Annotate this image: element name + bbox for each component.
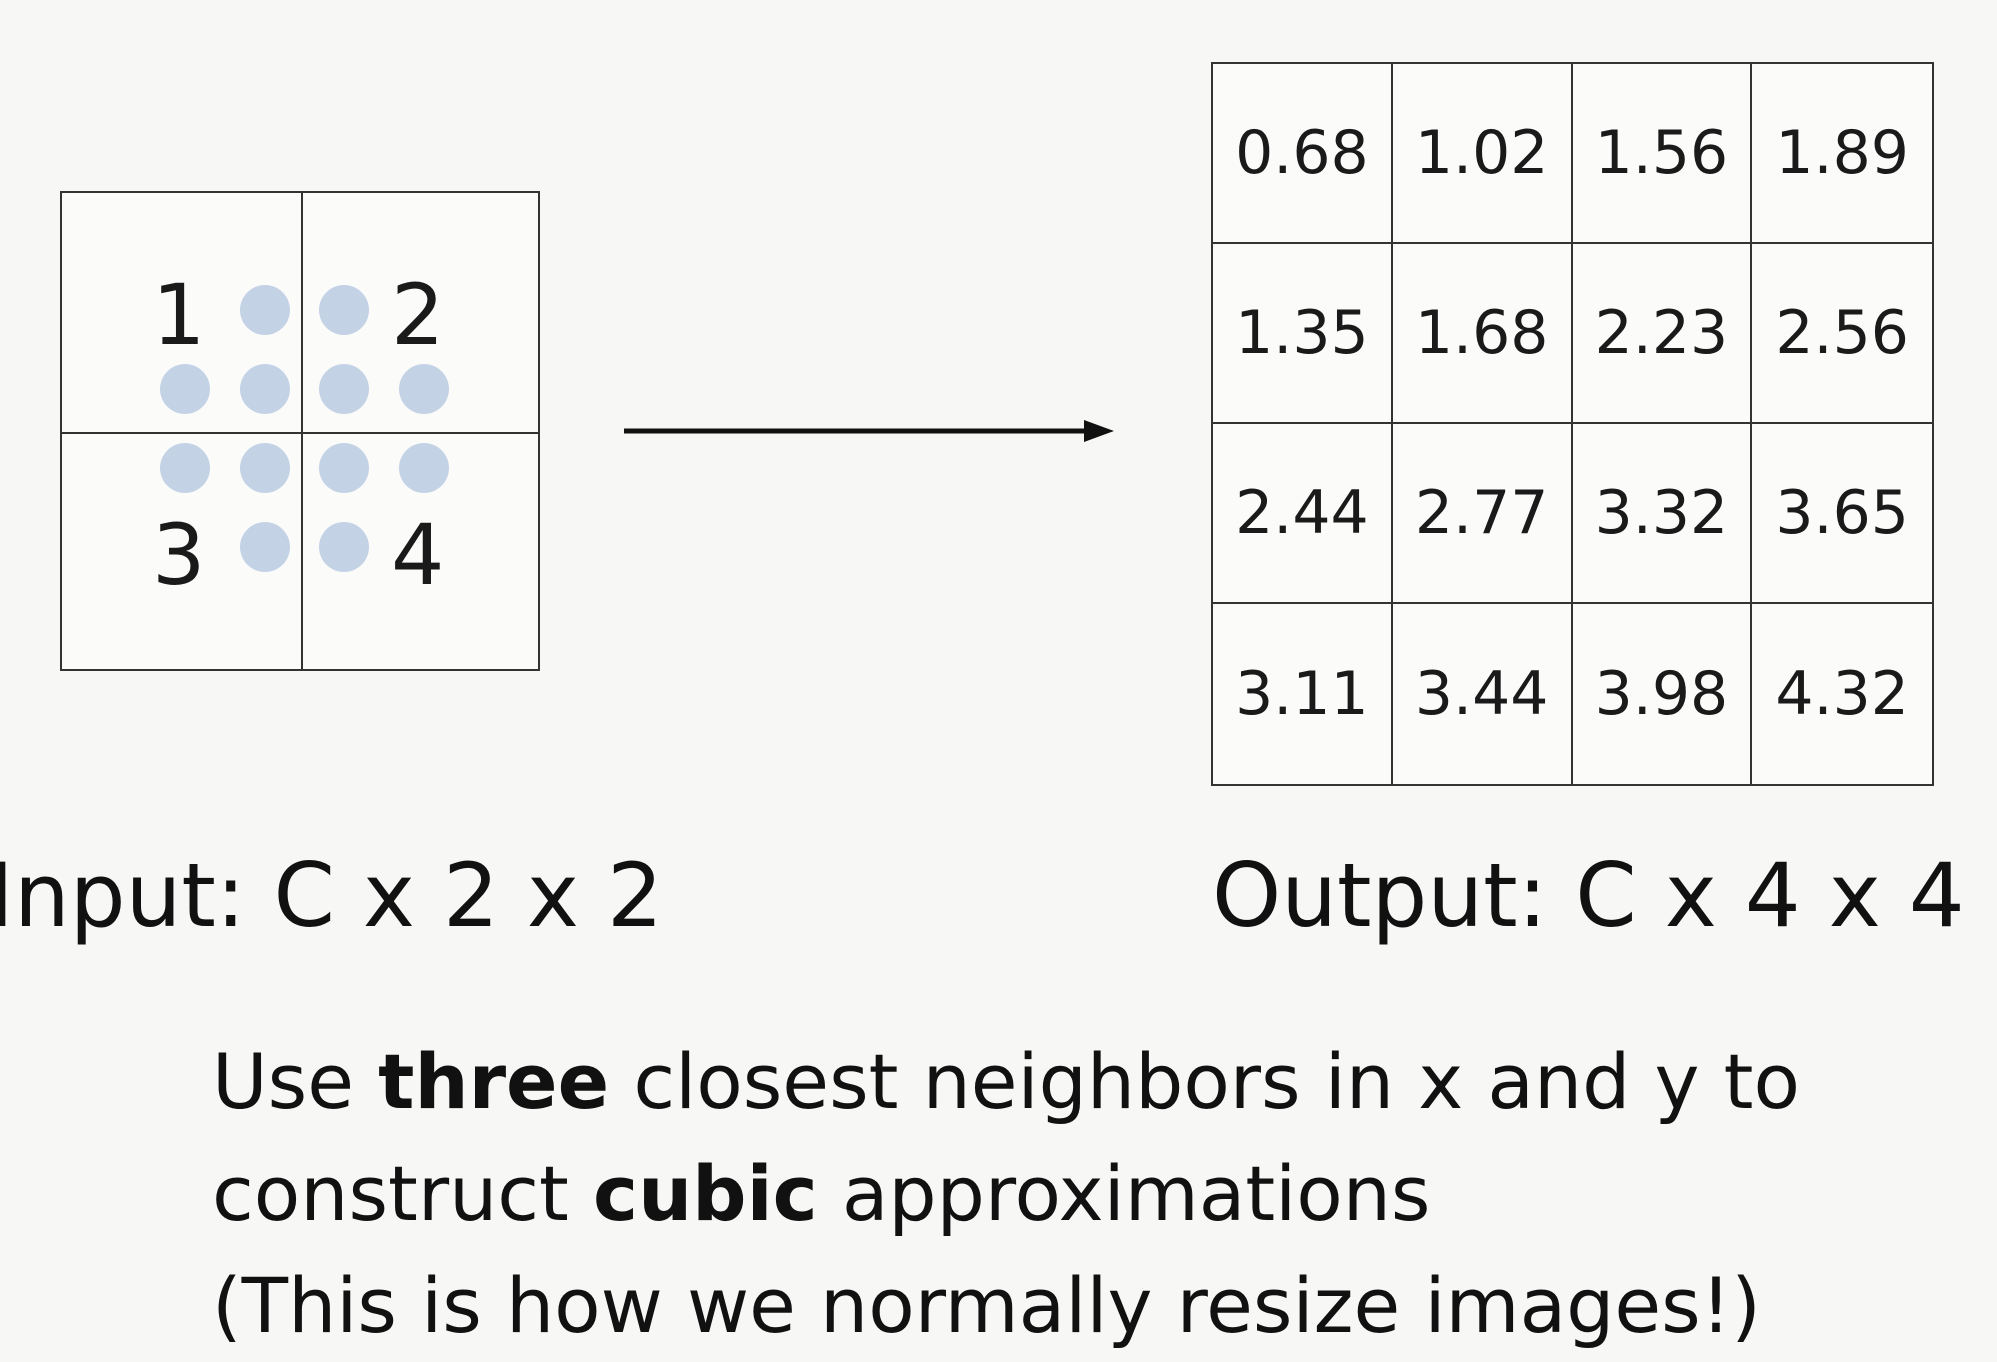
sample-point bbox=[160, 443, 210, 493]
caption-line-1: Use three closest neighbors in x and y t… bbox=[212, 1026, 1800, 1138]
sample-point bbox=[240, 364, 290, 414]
arrow-right-icon bbox=[624, 420, 1114, 442]
caption-text: construct bbox=[212, 1149, 594, 1238]
output-cell: 1.02 bbox=[1392, 64, 1573, 244]
output-cell: 1.89 bbox=[1752, 64, 1932, 244]
caption-text: approximations bbox=[817, 1149, 1431, 1238]
input-grid-divider-horizontal bbox=[62, 432, 538, 434]
sample-point bbox=[319, 364, 369, 414]
output-cell: 1.68 bbox=[1392, 244, 1573, 424]
output-cell: 3.44 bbox=[1393, 604, 1573, 784]
sample-point bbox=[240, 522, 290, 572]
caption-text: closest neighbors in x and y to bbox=[609, 1037, 1800, 1126]
output-cell: 2.77 bbox=[1392, 424, 1573, 604]
input-value: 1 bbox=[152, 266, 206, 364]
output-cell: 1.56 bbox=[1572, 64, 1753, 244]
caption: Use three closest neighbors in x and y t… bbox=[212, 1026, 1800, 1362]
sample-point bbox=[319, 522, 369, 572]
input-value: 2 bbox=[391, 266, 445, 364]
output-label: Output: C x 4 x 4 bbox=[1212, 844, 1965, 947]
output-cell: 0.68 bbox=[1213, 64, 1393, 244]
caption-emphasis: three bbox=[378, 1037, 610, 1126]
output-cell: 2.44 bbox=[1213, 424, 1393, 604]
caption-text: Use bbox=[212, 1037, 379, 1126]
output-cell: 4.32 bbox=[1775, 659, 1909, 729]
sample-point bbox=[319, 443, 369, 493]
output-cell: 2.23 bbox=[1572, 244, 1753, 424]
caption-line-2: construct cubic approximations bbox=[212, 1138, 1800, 1250]
output-cell: 2.56 bbox=[1752, 244, 1932, 424]
output-cell: 3.98 bbox=[1573, 604, 1753, 784]
output-cell: 3.11 bbox=[1213, 604, 1393, 784]
sample-point bbox=[240, 285, 290, 335]
input-grid: 1 2 3 4 bbox=[60, 191, 540, 671]
sample-point bbox=[399, 443, 449, 493]
input-value: 4 bbox=[391, 506, 445, 604]
input-grid-divider-vertical bbox=[301, 193, 303, 669]
sample-point bbox=[160, 364, 210, 414]
input-value: 3 bbox=[152, 506, 206, 604]
sample-point bbox=[319, 285, 369, 335]
sample-point bbox=[240, 443, 290, 493]
output-cell: 3.65 bbox=[1752, 424, 1932, 604]
output-cell: 1.35 bbox=[1213, 244, 1393, 424]
input-label: Input: C x 2 x 2 bbox=[0, 844, 663, 947]
caption-line-3: (This is how we normally resize images!) bbox=[212, 1261, 1761, 1350]
output-cell: 3.32 bbox=[1572, 424, 1753, 604]
caption-emphasis: cubic bbox=[593, 1149, 818, 1238]
sample-point bbox=[399, 364, 449, 414]
